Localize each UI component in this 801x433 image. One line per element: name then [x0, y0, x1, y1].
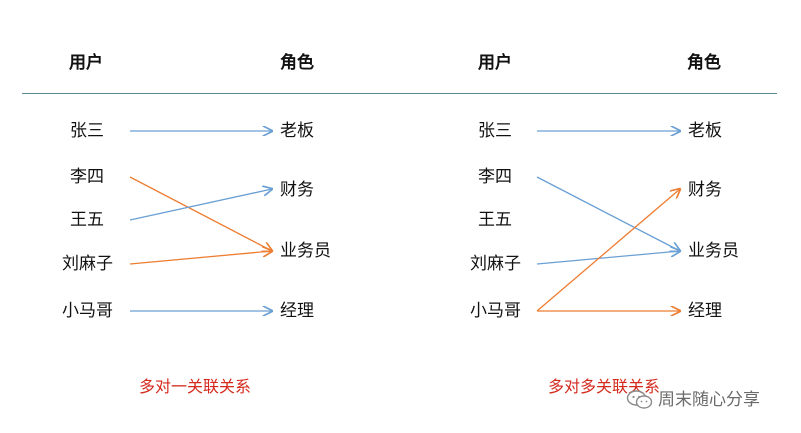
edge-right-xiaomage-finance: [536, 189, 680, 312]
left-header-role: 角色: [280, 53, 314, 73]
header-divider: [22, 93, 777, 94]
left-user-node: 刘麻子: [62, 254, 113, 274]
right-role-node: 业务员: [688, 241, 739, 261]
right-user-node: 小马哥: [470, 301, 521, 321]
left-role-node: 业务员: [280, 241, 331, 261]
right-header-role: 角色: [687, 53, 721, 73]
edge-right-lisi-salesman: [536, 176, 680, 251]
right-role-node: 老板: [688, 121, 722, 141]
left-caption: 多对一关联关系: [139, 377, 252, 396]
edge-left-wangwu-finance: [129, 189, 272, 221]
edge-left-liumazi-salesman: [129, 251, 272, 265]
left-role-node: 经理: [280, 301, 314, 321]
left-user-node: 王五: [70, 210, 104, 230]
left-user-node: 小马哥: [62, 301, 113, 321]
left-user-node: 李四: [70, 167, 104, 187]
left-role-node: 财务: [280, 180, 314, 200]
right-user-node: 李四: [478, 167, 512, 187]
right-role-node: 经理: [688, 301, 722, 321]
right-header-user: 用户: [478, 53, 512, 73]
right-user-node: 王五: [478, 210, 512, 230]
left-header-user: 用户: [69, 53, 103, 73]
edge-right-liumazi-salesman: [536, 251, 680, 265]
edge-left-lisi-salesman: [129, 176, 272, 251]
right-role-node: 财务: [688, 180, 722, 200]
left-user-node: 张三: [70, 121, 104, 141]
right-user-node: 刘麻子: [470, 254, 521, 274]
watermark-text: 周末随心分享: [658, 390, 760, 410]
wechat-icon: [626, 390, 653, 409]
right-user-node: 张三: [478, 121, 512, 141]
left-role-node: 老板: [280, 121, 314, 141]
watermark: 周末随心分享: [626, 388, 760, 412]
